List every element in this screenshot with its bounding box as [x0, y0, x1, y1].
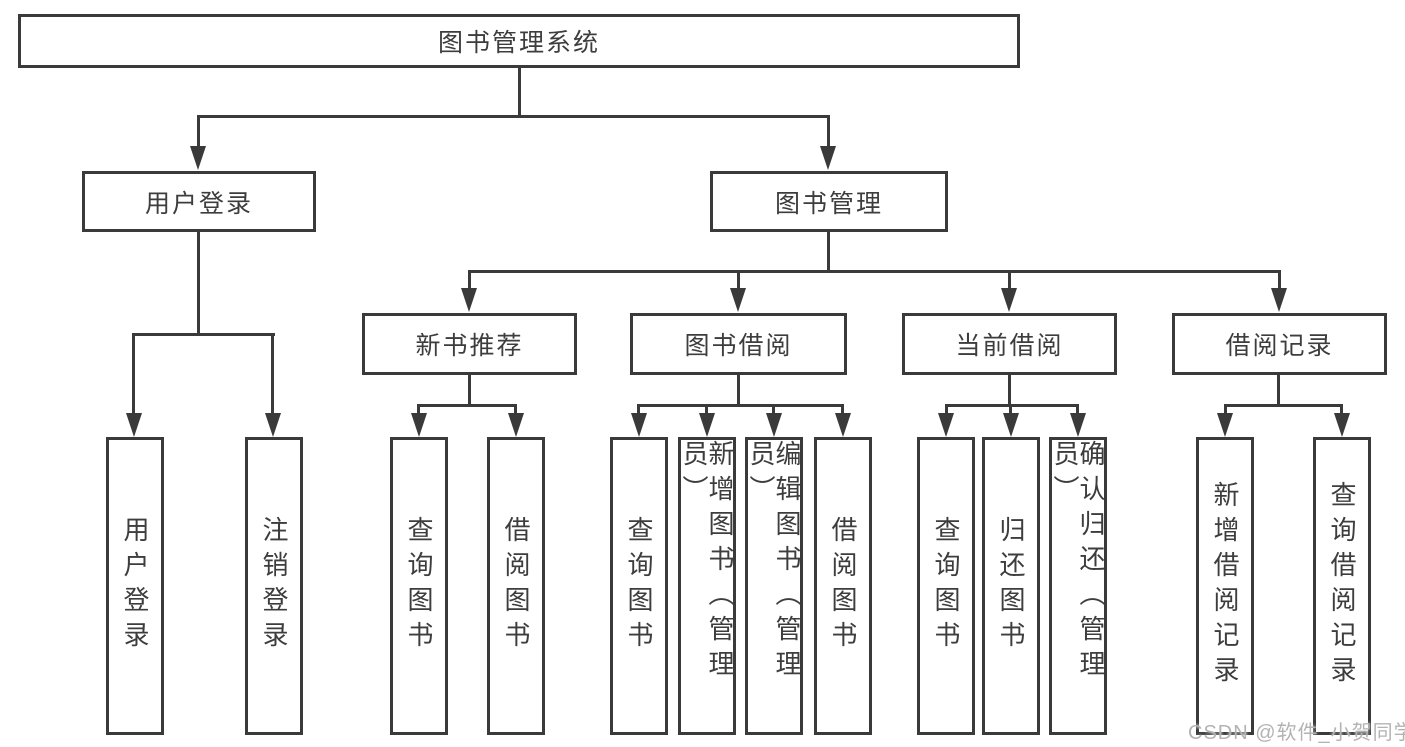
node-root: 图书管理系统	[18, 14, 1020, 68]
watermark-text: CSDN @软件_小贺同学	[1188, 722, 1405, 744]
connector-line	[1008, 270, 1011, 290]
arrowhead-down-icon	[1001, 288, 1017, 312]
leaf-borrow-books-borrowing: 借阅图书	[814, 437, 872, 735]
arrowhead-down-icon	[1271, 288, 1287, 312]
node-book-management: 图书管理	[710, 171, 948, 232]
node-book-borrowing: 图书借阅	[630, 313, 847, 375]
connector-line	[705, 404, 708, 414]
connector-line	[772, 404, 775, 414]
leaf-logout: 注销登录	[245, 437, 303, 735]
connector-line	[841, 404, 844, 414]
connector-line	[1224, 404, 1227, 414]
connector-line	[737, 270, 740, 290]
connector-line	[637, 404, 844, 407]
leaf-query-books-current: 查询图书	[917, 437, 975, 735]
connector-line	[468, 375, 471, 406]
leaf-add-book-admin: 新增图书（管理员）	[678, 437, 736, 735]
arrowhead-down-icon	[190, 146, 206, 170]
connector-line	[518, 68, 521, 118]
arrowhead-down-icon	[1003, 413, 1019, 437]
arrowhead-down-icon	[730, 288, 746, 312]
connector-line	[1076, 404, 1079, 414]
connector-line	[197, 232, 200, 336]
connector-line	[197, 115, 830, 118]
connector-line	[945, 404, 1079, 407]
connector-line	[827, 115, 830, 148]
connector-line	[514, 404, 517, 414]
leaf-query-books-recommend: 查询图书	[390, 437, 448, 735]
arrowhead-down-icon	[820, 146, 836, 170]
arrowhead-down-icon	[938, 413, 954, 437]
arrowhead-down-icon	[1070, 413, 1086, 437]
arrowhead-down-icon	[699, 413, 715, 437]
leaf-query-books-borrowing: 查询图书	[610, 437, 668, 735]
arrowhead-down-icon	[1217, 413, 1233, 437]
arrowhead-down-icon	[1334, 413, 1350, 437]
arrowhead-down-icon	[766, 413, 782, 437]
leaf-return-books: 归还图书	[982, 437, 1040, 735]
arrowhead-down-icon	[461, 288, 477, 312]
connector-line	[737, 375, 740, 406]
connector-line	[1009, 404, 1012, 414]
connector-line	[1278, 270, 1281, 290]
leaf-edit-book-admin: 编辑图书（管理员）	[745, 437, 803, 735]
connector-line	[132, 333, 275, 336]
connector-line	[1340, 404, 1343, 414]
connector-line	[827, 232, 830, 273]
connector-line	[1277, 375, 1280, 406]
node-current-borrowing: 当前借阅	[902, 313, 1117, 375]
node-user-login: 用户登录	[82, 171, 316, 232]
node-borrowing-records: 借阅记录	[1172, 313, 1387, 375]
connector-line	[197, 115, 200, 148]
connector-line	[637, 404, 640, 414]
leaf-user-login: 用户登录	[106, 437, 164, 735]
arrowhead-down-icon	[265, 413, 281, 437]
connector-line	[132, 333, 135, 413]
arrowhead-down-icon	[631, 413, 647, 437]
connector-line	[1224, 404, 1343, 407]
connector-line	[417, 404, 517, 407]
leaf-borrow-books-recommend: 借阅图书	[487, 437, 545, 735]
connector-line	[945, 404, 948, 414]
arrowhead-down-icon	[411, 413, 427, 437]
arrowhead-down-icon	[835, 413, 851, 437]
connector-line	[271, 333, 274, 413]
node-new-book-recommendation: 新书推荐	[362, 313, 577, 375]
connector-line	[468, 270, 1281, 273]
connector-line	[468, 270, 471, 290]
arrowhead-down-icon	[508, 413, 524, 437]
connector-line	[417, 404, 420, 414]
leaf-confirm-return-admin: 确认归还（管理员）	[1049, 437, 1107, 735]
connector-line	[1008, 375, 1011, 406]
leaf-add-borrow-record: 新增借阅记录	[1196, 437, 1254, 735]
arrowhead-down-icon	[126, 413, 142, 437]
leaf-query-borrow-record: 查询借阅记录	[1313, 437, 1371, 735]
